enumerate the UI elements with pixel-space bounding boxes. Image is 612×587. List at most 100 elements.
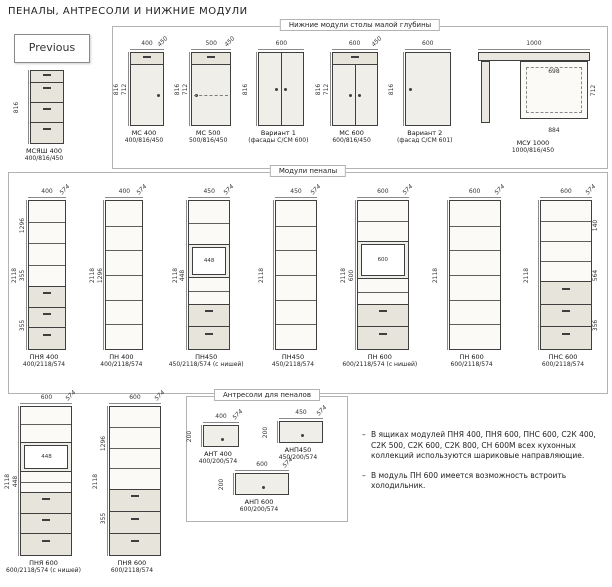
drawer-handle bbox=[130, 517, 139, 520]
dim-width-line bbox=[279, 418, 323, 419]
dim-width-label: 450 bbox=[203, 188, 215, 195]
dim-inner-label: 698 bbox=[548, 68, 560, 75]
shelf-line bbox=[29, 243, 65, 245]
dim-width-line bbox=[108, 403, 161, 404]
shelf-line bbox=[189, 222, 230, 224]
dim-label: 712 bbox=[590, 84, 598, 96]
module-name: АНП 600 bbox=[244, 498, 274, 506]
drawer-handle bbox=[130, 495, 139, 498]
niche-dim-label: 448 bbox=[24, 444, 69, 470]
cabinet-outline bbox=[191, 52, 232, 126]
shelf-line-dashed bbox=[194, 94, 229, 96]
dim-height-label: 816 bbox=[315, 52, 323, 126]
dim-segment-labels: 1296 bbox=[96, 200, 104, 350]
dim-label: 1296 bbox=[96, 267, 104, 283]
part-drawer bbox=[29, 286, 65, 308]
module-size: 600/2118/574 bbox=[541, 361, 585, 369]
dim-width-label: 400 bbox=[215, 413, 227, 420]
shelf-line bbox=[449, 324, 500, 326]
dim-height-line bbox=[128, 52, 129, 126]
shelf-line bbox=[276, 225, 316, 227]
part-door bbox=[406, 53, 450, 125]
previous-button[interactable]: Previous bbox=[14, 34, 90, 63]
dim-label: 816 bbox=[241, 83, 249, 95]
door-knob bbox=[408, 87, 412, 91]
shelf-line bbox=[21, 481, 72, 483]
module-name: Вариант 2 bbox=[407, 129, 443, 137]
module-name: ПН 400 bbox=[109, 353, 134, 361]
dim-label: 2118 bbox=[11, 267, 19, 283]
part-niche: 600 bbox=[357, 242, 408, 280]
dim-height-label: 200 bbox=[262, 421, 270, 443]
module-name: ПНЯ 400 bbox=[29, 353, 59, 361]
dim-height-label: 2118 bbox=[3, 406, 11, 556]
shelf-line bbox=[449, 225, 500, 227]
dim-width-line bbox=[20, 403, 73, 404]
shelf-line bbox=[106, 225, 143, 227]
dim-height-label: 816 bbox=[174, 52, 182, 126]
cabinet-outline bbox=[30, 70, 64, 144]
dim-height-label: 2118 bbox=[340, 200, 348, 350]
note-item: В ящиках модулей ПНЯ 400, ПНЯ 600, ПНС 6… bbox=[362, 430, 600, 462]
part-drawer bbox=[29, 328, 65, 349]
section-lower-modules: Нижние модули столы малой глубины bbox=[112, 19, 608, 169]
dim-bottom-label: 884 bbox=[548, 127, 560, 134]
drawer-handle bbox=[205, 310, 214, 313]
shelf-line bbox=[106, 324, 143, 326]
shelf-line bbox=[541, 221, 591, 223]
niche-dim-label: 600 bbox=[360, 244, 405, 277]
dim-width-label: 600 bbox=[40, 394, 53, 401]
section-lower-title: Нижние модули столы малой глубины bbox=[279, 19, 441, 31]
part-open bbox=[109, 407, 160, 490]
dim-width-line bbox=[188, 197, 231, 198]
part-drawer bbox=[31, 122, 63, 143]
part-drawer bbox=[31, 82, 63, 103]
dim-height-label: 2118 bbox=[171, 200, 179, 350]
door-knob bbox=[157, 93, 160, 97]
dim-height-line bbox=[277, 421, 278, 443]
page-title: ПЕНАЛЫ, АНТРЕСОЛИ И НИЖНИЕ МОДУЛИ bbox=[8, 6, 248, 17]
shelf-line bbox=[357, 291, 408, 293]
drawer-handle bbox=[562, 287, 570, 290]
dim-label: 816 bbox=[315, 83, 323, 95]
module-name: ПНЯ 600 bbox=[29, 559, 58, 567]
module-label: Вариант 1(фасады С/СМ 600) bbox=[248, 129, 308, 145]
shelf-line bbox=[106, 275, 143, 276]
module-size: 450/2118/574 (с нишей) bbox=[168, 361, 244, 369]
shelf-line bbox=[276, 324, 316, 326]
module-size: 600/2118/574 (с нишей) bbox=[6, 567, 81, 575]
dim-segment-labels: 712 bbox=[323, 52, 331, 126]
drawer-handle bbox=[378, 332, 387, 335]
module-name: ПН450 bbox=[195, 353, 218, 361]
module-size: 400/816/450 bbox=[24, 155, 64, 163]
part-open bbox=[357, 279, 408, 305]
dim-label: 564 bbox=[592, 269, 600, 281]
dim-label: 355 bbox=[19, 269, 27, 281]
dim-width-label: 600 bbox=[377, 188, 389, 195]
dim-height-label: 200 bbox=[186, 425, 194, 447]
part-drawer bbox=[31, 102, 63, 123]
dim-label: 2118 bbox=[92, 473, 100, 489]
dim-height-line bbox=[233, 473, 234, 495]
dim-height-line bbox=[354, 200, 356, 350]
dim-height-line bbox=[273, 200, 274, 350]
cabinet-outline bbox=[258, 52, 305, 126]
part-drawer bbox=[332, 53, 377, 65]
module-size: 600/200/574 bbox=[239, 506, 279, 514]
